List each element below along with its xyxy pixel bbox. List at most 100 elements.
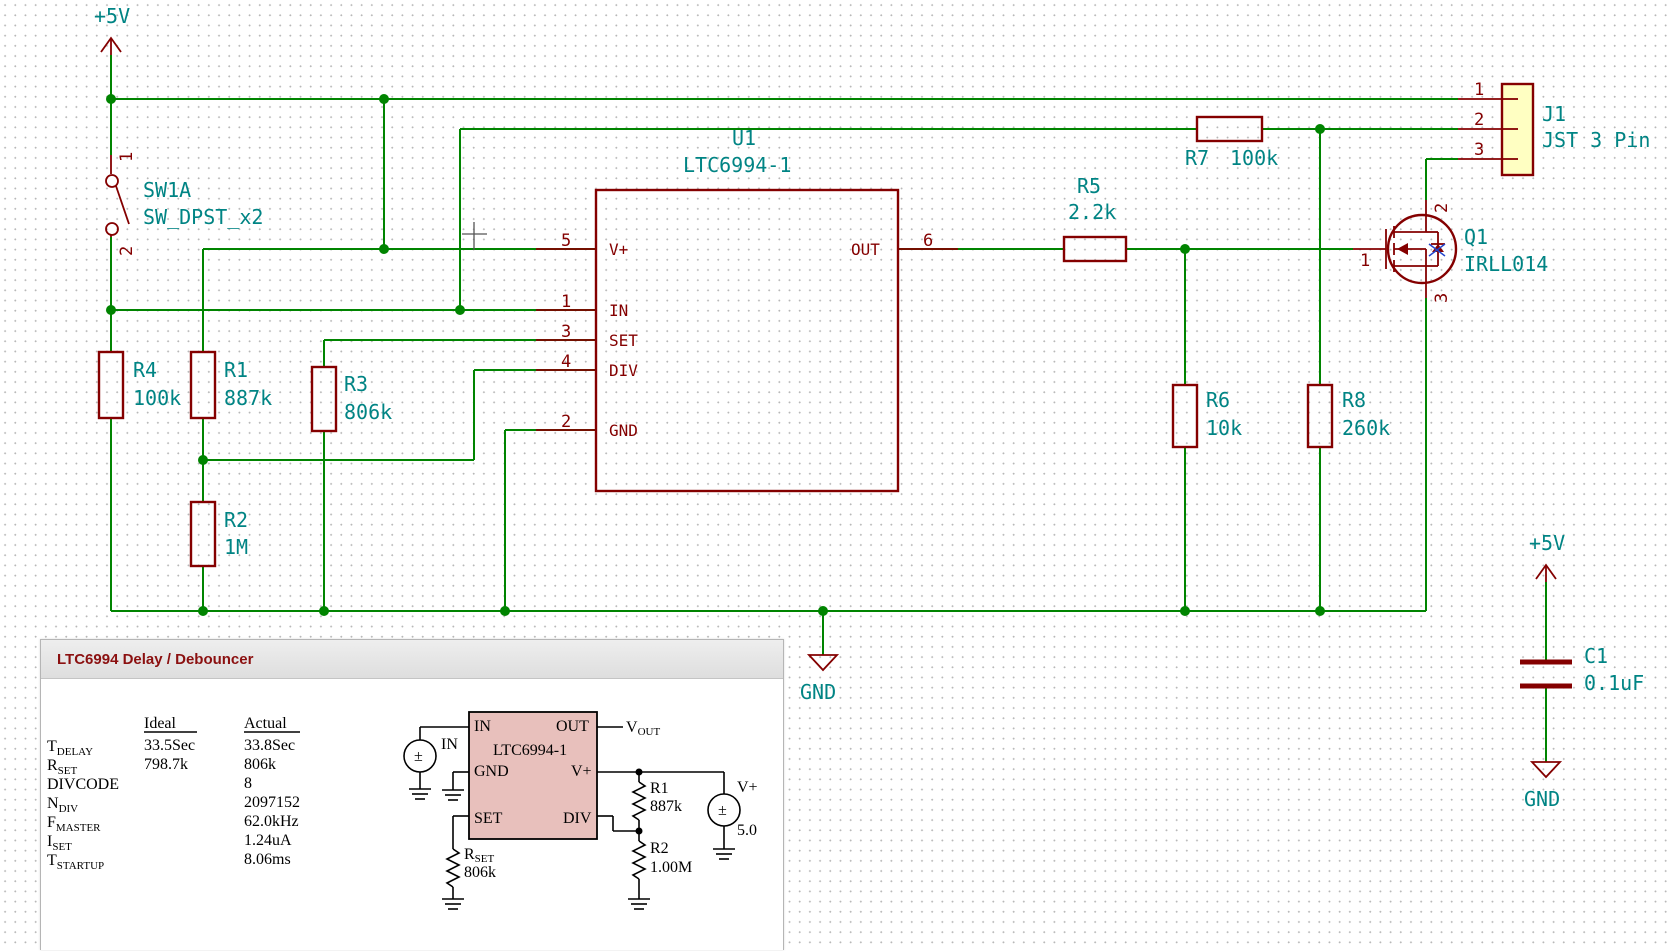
chip-pin-set: SET	[474, 810, 503, 827]
component-value: JST 3 Pin	[1542, 128, 1650, 152]
gnd-symbol-main[interactable]: GND	[800, 654, 840, 704]
resistor-r8[interactable]: R8 260k	[1306, 383, 1390, 449]
row-label-sub: SET	[58, 765, 78, 777]
actual-value: 33.8Sec	[244, 737, 295, 754]
svg-text:FMASTER: FMASTER	[47, 814, 101, 834]
vout-label: V	[626, 719, 638, 736]
component-value: SW_DPST_x2	[143, 205, 263, 229]
pin-name: OUT	[851, 240, 880, 259]
component-ref: R8	[1342, 388, 1366, 412]
r2-label: R2	[650, 840, 669, 857]
calc-row: ISET 1.24uA	[47, 832, 292, 853]
capacitor-c1[interactable]: C1 0.1uF	[1520, 644, 1644, 695]
pin-number: 3	[1432, 293, 1452, 303]
pin-number: 5	[561, 231, 571, 251]
row-label: F	[47, 814, 56, 831]
actual-value: 62.0kHz	[244, 813, 299, 830]
r2-value: 1.00M	[650, 859, 692, 876]
r1-label: R1	[650, 780, 669, 797]
svg-text:TSTARTUP: TSTARTUP	[47, 852, 104, 872]
row-label: R	[47, 757, 58, 774]
component-value: 100k	[133, 386, 181, 410]
component-ref: R4	[133, 358, 157, 382]
row-label-sub: DIV	[59, 803, 79, 815]
pin-number: 1	[117, 152, 137, 162]
resistor-r3[interactable]: R3 806k	[310, 365, 392, 433]
svg-text:RSET: RSET	[464, 846, 495, 865]
in-source-label: IN	[441, 736, 458, 753]
vout-sub: OUT	[638, 726, 661, 738]
ideal-value: 798.7k	[144, 756, 188, 773]
pin-number: 3	[1474, 140, 1484, 160]
pin-number: 2	[117, 246, 137, 256]
actual-value: 806k	[244, 756, 276, 773]
component-value: 2.2k	[1068, 200, 1116, 224]
gnd-symbol-cap[interactable]: GND	[1524, 761, 1563, 811]
power-symbol-5v-top[interactable]: +5V	[94, 4, 130, 55]
power-symbol-5v-cap[interactable]: +5V	[1529, 531, 1565, 582]
gnd-label: GND	[800, 680, 836, 704]
component-ref: R7	[1185, 146, 1209, 170]
component-value: 887k	[224, 386, 272, 410]
pin-name: IN	[609, 301, 628, 320]
connector-j1[interactable]: 1 2 3 J1 JST 3 Pin	[1458, 80, 1650, 177]
column-header-ideal: Ideal	[144, 715, 177, 732]
row-label-sub: SET	[52, 841, 72, 853]
rset-value: 806k	[464, 864, 496, 881]
switch-sw1a[interactable]: 1 2 SW1A SW_DPST_x2	[105, 152, 263, 256]
calculator-body: Ideal Actual TDELAY 33.5Sec 33.8Sec RSET…	[47, 711, 758, 910]
plus-minus-icon: ±	[414, 748, 423, 765]
actual-value: 8	[244, 775, 252, 792]
column-header-actual: Actual	[244, 715, 287, 732]
resistor-r7[interactable]: R7 100k	[1185, 115, 1278, 170]
resistor-r6[interactable]: R6 10k	[1171, 383, 1242, 449]
pin-number: 2	[1474, 110, 1484, 130]
power-label: +5V	[1529, 531, 1565, 555]
vplus-value: 5.0	[737, 822, 757, 839]
delay-calculator-panel[interactable]: LTC6994 Delay / Debouncer Ideal Actual T…	[40, 639, 784, 950]
calc-row: TDELAY 33.5Sec 33.8Sec	[47, 737, 295, 758]
resistor-r2[interactable]: R2 1M	[189, 500, 248, 568]
pin-name: V+	[609, 240, 628, 259]
pin-number: 1	[1474, 80, 1484, 100]
mosfet-q1[interactable]: 1 2 3 Q1 IRLL014	[1353, 200, 1548, 303]
svg-text:NDIV: NDIV	[47, 795, 78, 815]
svg-text:RSET: RSET	[47, 757, 78, 777]
resistor-r5[interactable]: R5 2.2k	[1062, 174, 1128, 263]
svg-text:ISET: ISET	[47, 833, 72, 853]
resistor-r4[interactable]: R4 100k	[97, 350, 181, 420]
row-label: I	[47, 833, 52, 850]
component-value: 10k	[1206, 416, 1242, 440]
pin-name: SET	[609, 331, 638, 350]
wires	[110, 55, 1547, 762]
vplus-label: V+	[737, 779, 758, 796]
component-ref: SW1A	[143, 178, 191, 202]
svg-text:VOUT: VOUT	[626, 719, 660, 738]
calc-row: FMASTER 62.0kHz	[47, 813, 299, 834]
pin-number: 2	[1432, 203, 1452, 213]
pin-number: 2	[561, 412, 571, 432]
actual-value: 1.24uA	[244, 832, 292, 849]
ic-u1[interactable]: U1 LTC6994-1 5 1 3 4 2 6 V+ IN SET DIV G…	[536, 126, 958, 493]
panel-header: LTC6994 Delay / Debouncer	[41, 640, 783, 679]
example-circuit-diagram: IN OUT LTC6994-1 GND V+ SET DIV VOUT ± I…	[403, 711, 758, 910]
component-value: LTC6994-1	[683, 153, 791, 177]
calc-row: NDIV 2097152	[47, 794, 300, 815]
svg-text:TDELAY: TDELAY	[47, 738, 93, 758]
pin-number: 6	[923, 231, 933, 251]
component-ref: U1	[732, 126, 756, 150]
resistor-r1[interactable]: R1 887k	[189, 350, 272, 420]
pin-number: 1	[1360, 251, 1370, 271]
component-ref: J1	[1542, 102, 1566, 126]
row-label: T	[47, 852, 57, 869]
component-ref: C1	[1584, 644, 1608, 668]
row-label-sub: MASTER	[56, 822, 101, 834]
row-label: T	[47, 738, 57, 755]
actual-value: 2097152	[244, 794, 300, 811]
component-value: IRLL014	[1464, 252, 1548, 276]
actual-value: 8.06ms	[244, 851, 291, 868]
r1-value: 887k	[650, 798, 682, 815]
gnd-label: GND	[1524, 787, 1560, 811]
component-value: 806k	[344, 400, 392, 424]
